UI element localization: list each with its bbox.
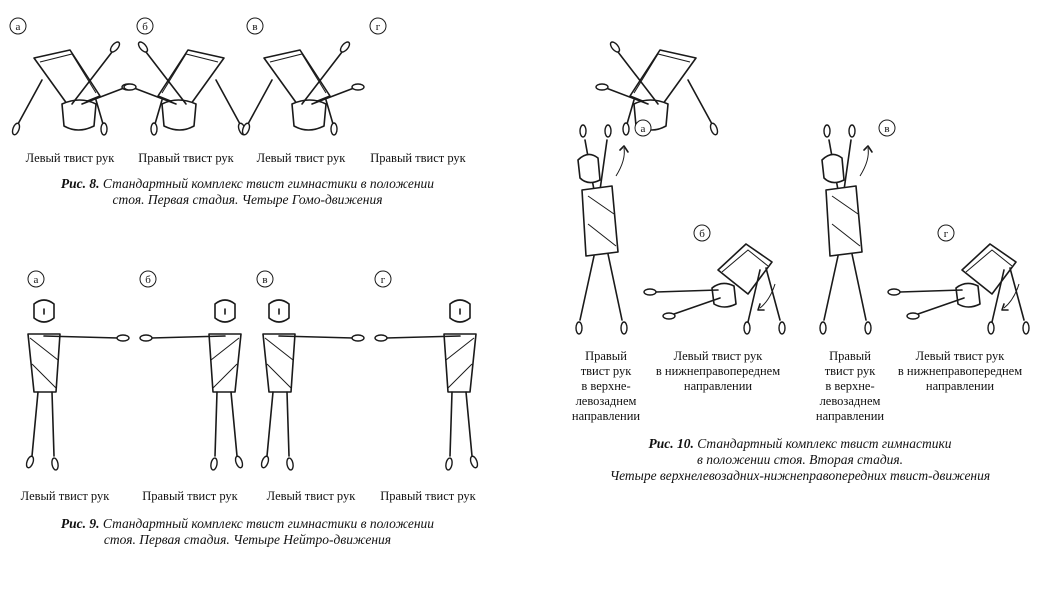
fig10-label-v-line5: направлении xyxy=(815,409,885,423)
svg-text:г: г xyxy=(376,21,381,33)
fig10-label-v-line1: Правый xyxy=(829,349,871,363)
svg-text:а: а xyxy=(34,274,39,286)
fig8-figure-g xyxy=(595,41,719,136)
fig8-caption-line1: Рис. 8. Стандартный комплекс твист гимна… xyxy=(10,176,485,192)
fig8-label-v: Левый твист рук xyxy=(256,151,346,165)
fig10-label-g: Левый твист рук в нижнеправопереднем нап… xyxy=(890,349,1030,394)
fig10-caption: Рис. 10. Стандартный комплекс твист гимн… xyxy=(560,436,1040,484)
fig9-label-g: Правый твист рук xyxy=(380,489,476,503)
fig10-label-b-line1: Левый твист рук xyxy=(673,349,763,363)
fig8-label-b: Правый твист рук xyxy=(138,151,234,165)
svg-text:а: а xyxy=(16,21,21,33)
fig10-label-a-line4: левозаднем xyxy=(575,394,637,408)
svg-text:в: в xyxy=(884,123,889,135)
fig10-figure-v xyxy=(819,124,873,335)
fig9-caption-line2: стоя. Первая стадия. Четыре Нейтро-движе… xyxy=(103,532,392,547)
fig10-illustration: а б в г xyxy=(575,119,1030,335)
fig9-label-a: Левый твист рук xyxy=(20,489,110,503)
fig9-figure-v xyxy=(260,299,365,471)
fig9-caption-line1: Рис. 9. Стандартный комплекс твист гимна… xyxy=(10,516,485,532)
fig10-label-a-line3: в верхне- xyxy=(581,379,631,393)
fig8-letter-v: в xyxy=(246,17,264,35)
fig10-label-b: Левый твист рук в нижнеправопереднем нап… xyxy=(648,349,788,394)
fig10-caption-number: Рис. 10. xyxy=(648,436,694,451)
fig10-figure-b xyxy=(643,243,786,335)
fig9-caption: Рис. 9. Стандартный комплекс твист гимна… xyxy=(10,516,485,548)
fig8-label-g: Правый твист рук xyxy=(370,151,466,165)
svg-text:а: а xyxy=(641,123,646,135)
fig8-caption-text1: Стандартный комплекс твист гимнастики в … xyxy=(102,176,435,191)
fig8-illustration: а б в г xyxy=(9,17,719,136)
fig9-letter-v: в xyxy=(256,270,274,288)
fig9-caption-text1: Стандартный комплекс твист гимнастики в … xyxy=(102,516,435,531)
fig10-label-g-line1: Левый твист рук xyxy=(915,349,1005,363)
fig8-figure-a xyxy=(11,41,135,136)
fig10-label-g-line3: направлении xyxy=(925,379,995,393)
fig8-letter-b: б xyxy=(136,17,154,35)
fig10-letter-b: б xyxy=(693,224,711,242)
fig8-caption-line2: стоя. Первая стадия. Четыре Гомо-движени… xyxy=(112,192,383,207)
fig10-caption-text1: Стандартный комплекс твист гимнастики xyxy=(697,436,952,451)
fig8-figure-b xyxy=(123,41,247,136)
fig9-letter-a: а xyxy=(27,270,45,288)
fig10-caption-line3: Четыре верхнелевозадних-нижнеправопередн… xyxy=(609,468,991,483)
fig9-label-b: Правый твист рук xyxy=(142,489,238,503)
fig9-figure-g xyxy=(374,299,479,471)
fig10-label-a-line5: направлении xyxy=(571,409,641,423)
svg-text:б: б xyxy=(699,228,705,240)
fig10-label-v-line4: левозаднем xyxy=(819,394,881,408)
svg-text:в: в xyxy=(262,274,267,286)
fig8-caption: Рис. 8. Стандартный комплекс твист гимна… xyxy=(10,176,485,208)
svg-text:б: б xyxy=(142,21,148,33)
fig10-letter-a: а xyxy=(634,119,652,137)
fig8-letter-g: г xyxy=(369,17,387,35)
fig10-label-g-line2: в нижнеправопереднем xyxy=(897,364,1023,378)
fig8-figure-v xyxy=(241,41,365,136)
fig9-figure-a xyxy=(25,299,130,471)
fig8-letter-a: а xyxy=(9,17,27,35)
fig10-caption-line1: Рис. 10. Стандартный комплекс твист гимн… xyxy=(560,436,1040,452)
fig10-label-v: Правый твист рук в верхне- левозаднем на… xyxy=(804,349,896,424)
svg-text:г: г xyxy=(381,274,386,286)
svg-text:б: б xyxy=(145,274,151,286)
fig10-caption-line2: в положении стоя. Вторая стадия. xyxy=(696,452,904,467)
fig10-label-a-line2: твист рук xyxy=(580,364,632,378)
fig9-letter-b: б xyxy=(139,270,157,288)
fig10-label-b-line2: в нижнеправопереднем xyxy=(655,364,781,378)
fig10-figure-g xyxy=(887,243,1030,335)
svg-text:в: в xyxy=(252,21,257,33)
fig9-figure-b xyxy=(139,299,244,471)
svg-text:г: г xyxy=(944,228,949,240)
fig10-letter-g: г xyxy=(937,224,955,242)
fig10-label-v-line2: твист рук xyxy=(824,364,876,378)
fig9-caption-number: Рис. 9. xyxy=(60,516,100,531)
fig10-label-b-line3: направлении xyxy=(683,379,753,393)
fig10-label-v-line3: в верхне- xyxy=(825,379,875,393)
fig9-illustration: а б в г xyxy=(25,270,479,471)
fig10-label-a: Правый твист рук в верхне- левозаднем на… xyxy=(560,349,652,424)
fig9-label-v: Левый твист рук xyxy=(266,489,356,503)
fig8-label-a: Левый твист рук xyxy=(25,151,115,165)
fig9-letter-g: г xyxy=(374,270,392,288)
fig10-figure-a xyxy=(575,124,629,335)
fig10-letter-v: в xyxy=(878,119,896,137)
fig10-label-a-line1: Правый xyxy=(585,349,627,363)
fig8-caption-number: Рис. 8. xyxy=(60,176,100,191)
